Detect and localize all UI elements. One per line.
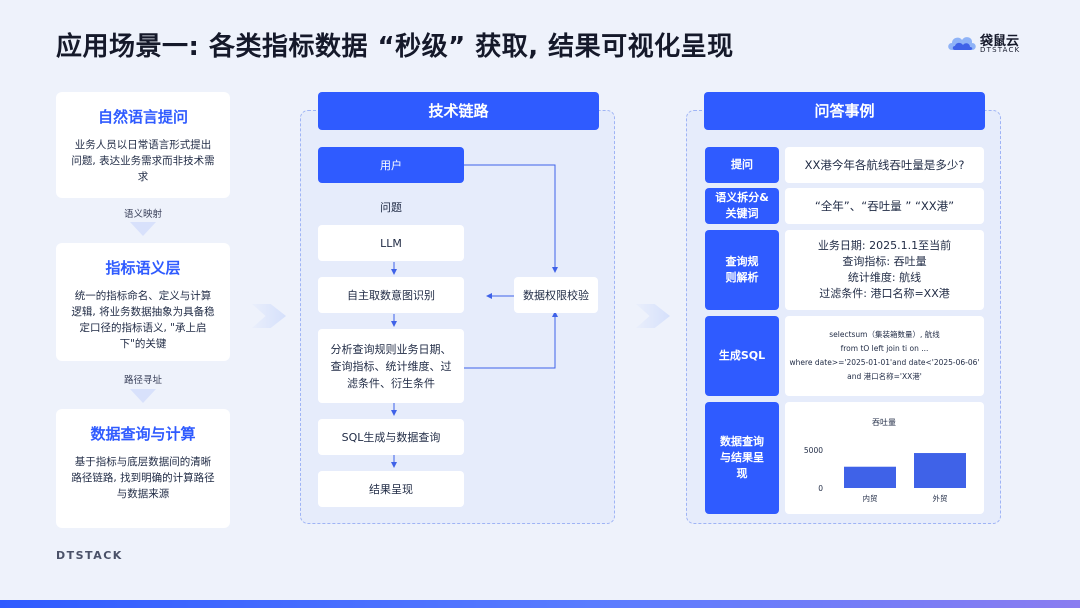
card-title: 指标语义层 [105, 259, 181, 277]
natural-language-card: 自然语言提问 业务人员以日常语言形式提出问题, 表达业务需求而非技术需求 [56, 92, 230, 198]
qa-row-label: 语义拆分&关键词 [705, 188, 779, 224]
sql-line: selectsum（集装箱数量）, 航线 [829, 330, 940, 339]
keywords-text: “全年”、“吞吐量 ” “XX港” [814, 199, 955, 213]
bar [914, 453, 966, 488]
rule-line: 查询指标: 吞吐量 [842, 255, 927, 268]
tech-chain-header: 技术链路 [318, 92, 599, 130]
logo-text-cn: 袋鼠云 [980, 34, 1020, 49]
sql-code-block: selectsum（集装箱数量）, 航线 from tO left join t… [785, 316, 984, 396]
chart-title: 吞吐量 [872, 418, 896, 427]
user-node: 用户 [318, 147, 464, 183]
connector-label: 路径寻址 [123, 375, 162, 386]
card-body: 业务人员以日常语言形式提出问题, 表达业务需求而非技术需求 [71, 139, 215, 183]
arrow-right-icon [252, 304, 286, 328]
rule-line: 统计维度: 航线 [847, 271, 922, 284]
sql-generation-node: SQL生成与数据查询 [318, 419, 464, 455]
card-body: 基于指标与底层数据间的清晰路径链路, 找到明确的计算路径与数据来源 [71, 456, 215, 500]
y-tick-label: 0 [818, 484, 823, 493]
chevron-down-icon [130, 222, 156, 236]
cloud-logo-icon [948, 37, 976, 50]
arrow-right-icon [636, 304, 670, 328]
qa-row-value: 业务日期: 2025.1.1至当前 查询指标: 吞吐量 统计维度: 航线 过滤条… [785, 230, 984, 310]
rule-line: 业务日期: 2025.1.1至当前 [817, 239, 952, 252]
y-tick-label: 5000 [804, 446, 823, 455]
sql-line: from tO left join ti on ... [840, 344, 929, 353]
qa-row-value: “全年”、“吞吐量 ” “XX港” [785, 188, 984, 224]
x-tick-label: 内贸 [863, 493, 878, 503]
llm-node: LLM [318, 225, 464, 261]
question-text: XX港今年各航线吞吐量是多少? [804, 158, 965, 172]
intent-recognition-node: 自主取数意图识别 [318, 277, 464, 313]
qa-header: 问答事例 [704, 92, 985, 130]
card-body: 统一的指标命名、定义与计算逻辑, 将业务数据抽象为具备稳定口径的指标语义, "承… [71, 290, 215, 350]
logo-text-en: DTSTACK [980, 46, 1021, 54]
sql-line: and 港口名称='XX港' [847, 372, 922, 381]
qa-row-label: 查询规则解析 [705, 230, 779, 310]
result-display-node: 结果呈现 [318, 471, 464, 507]
throughput-bar-chart: 吞吐量 5000 0 内贸 外贸 [804, 418, 966, 503]
qa-row-label: 生成SQL [705, 316, 779, 396]
question-label: 问题 [380, 201, 402, 214]
data-query-card: 数据查询与计算 基于指标与底层数据间的清晰路径链路, 找到明确的计算路径与数据来… [56, 409, 230, 528]
bottom-gradient-bar [0, 600, 1080, 608]
result-chart-card: 吞吐量 5000 0 内贸 外贸 [785, 402, 984, 514]
card-title: 自然语言提问 [97, 108, 188, 126]
connector-label: 语义映射 [123, 209, 162, 220]
qa-row-label: 提问 [705, 147, 779, 183]
qa-row-label: 数据查询与结果呈现 [705, 402, 779, 514]
footer-brand: DTSTACK [56, 549, 123, 562]
chevron-down-icon [130, 389, 156, 403]
rule-line: 过滤条件: 港口名称=XX港 [819, 287, 950, 300]
page-title: 应用场景一: 各类指标数据 “秒级” 获取, 结果可视化呈现 [56, 32, 734, 62]
qa-row-value: XX港今年各航线吞吐量是多少? [785, 147, 984, 183]
x-tick-label: 外贸 [933, 493, 948, 503]
card-title: 数据查询与计算 [90, 425, 196, 443]
dtstack-logo: 袋鼠云 DTSTACK [946, 30, 1030, 56]
metric-semantic-card: 指标语义层 统一的指标命名、定义与计算逻辑, 将业务数据抽象为具备稳定口径的指标… [56, 243, 230, 361]
permission-check-node: 数据权限校验 [514, 277, 598, 313]
rule-analysis-node: 分析查询规则业务日期、查询指标、统计维度、过滤条件、衍生条件 [318, 329, 464, 403]
sql-line: where date>='2025-01-01'and date<'2025-0… [789, 358, 980, 367]
bar [844, 466, 896, 488]
flow-connectors [391, 164, 558, 468]
